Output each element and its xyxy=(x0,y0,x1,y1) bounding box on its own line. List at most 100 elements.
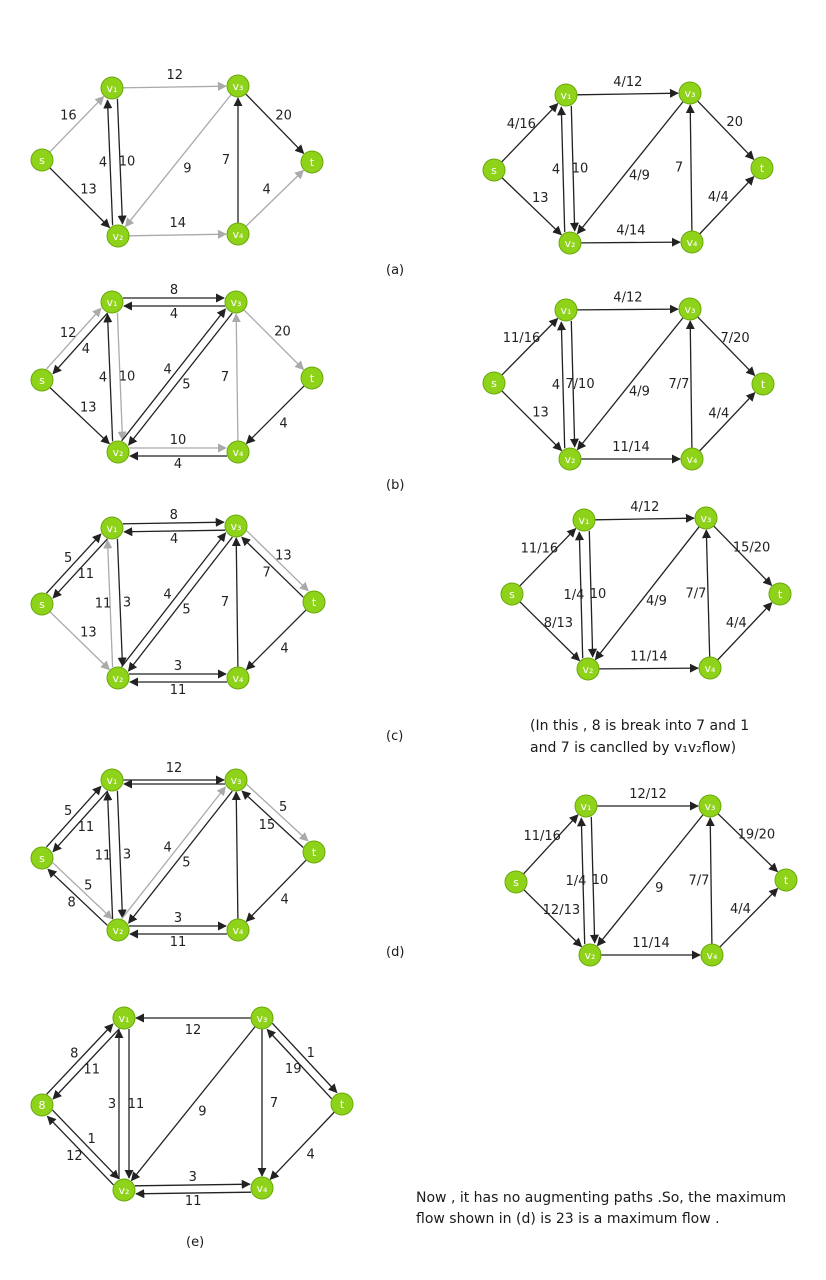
node-v2: v₂ xyxy=(576,657,600,681)
node-v2: v₂ xyxy=(106,440,130,464)
node-t: t xyxy=(768,582,792,606)
edge-v3-v2 xyxy=(596,814,704,947)
node-s: 8 xyxy=(30,1093,54,1117)
edge-label-v3-v2: 9 xyxy=(198,1105,206,1120)
node-label-v3: v₃ xyxy=(685,303,696,316)
node-label-v3: v₃ xyxy=(231,520,242,533)
edge-label-v2-v4: 11/14 xyxy=(632,936,669,951)
edge-v3-t xyxy=(245,93,305,155)
edge-label-v4-v3: 7/7 xyxy=(689,874,710,889)
node-v4: v₄ xyxy=(226,440,250,464)
caption-a: (a) xyxy=(386,263,404,278)
node-label-t: t xyxy=(310,372,315,385)
edge-label-v3-t: 20 xyxy=(275,109,292,124)
edge-label-v1-v3: 8 xyxy=(170,283,178,298)
node-label-t: t xyxy=(310,156,315,169)
edge-v4-v3 xyxy=(685,104,695,232)
edge-label-v3-v1: 4 xyxy=(170,532,178,547)
node-v4: v₄ xyxy=(226,222,250,246)
edge-label-v2-v1: 3 xyxy=(108,1097,116,1112)
edge-v4-v3 xyxy=(701,529,712,658)
node-s: s xyxy=(30,846,54,870)
edge-s-v1 xyxy=(46,1023,114,1095)
node-label-v2: v₂ xyxy=(583,663,594,676)
node-s: s xyxy=(30,592,54,616)
node-s: s xyxy=(482,371,506,395)
edge-v1-v3 xyxy=(122,81,227,91)
edge-label-v2-v4: 4/14 xyxy=(616,224,645,239)
caption-e: (e) xyxy=(186,1235,204,1250)
edge-s-v1 xyxy=(49,95,105,153)
node-t: t xyxy=(300,150,324,174)
edge-s-v2 xyxy=(49,611,111,671)
graph-c-flow: 11/168/13101/44/124/911/147/715/204/4sv₁… xyxy=(500,500,792,681)
edge-label-v1-v3: 12 xyxy=(166,761,183,776)
node-label-t: t xyxy=(784,874,789,887)
node-v3: v₃ xyxy=(250,1006,274,1030)
edge-label-v2-v3: 4 xyxy=(163,841,171,856)
edge-v2-v1 xyxy=(103,99,114,226)
node-v1: v₁ xyxy=(554,83,578,107)
edge-v2-s xyxy=(46,1115,114,1186)
edge-v2-v1 xyxy=(103,313,114,442)
edge-label-v1-v2: 3 xyxy=(123,596,131,611)
node-v4: v₄ xyxy=(250,1176,274,1200)
edge-v3-t xyxy=(243,309,305,371)
edge-label-s-v2: 8/13 xyxy=(544,616,573,631)
edge-label-s-v2: 13 xyxy=(80,183,97,198)
edge-v3-v2 xyxy=(576,317,684,451)
node-label-s: s xyxy=(509,588,515,601)
edge-s-v1 xyxy=(46,533,102,594)
edge-s-v1 xyxy=(519,527,577,587)
edge-s-v1 xyxy=(45,785,102,848)
edge-v2-v1 xyxy=(103,791,114,920)
node-v3: v₃ xyxy=(678,297,702,321)
node-label-v4: v₄ xyxy=(705,662,717,675)
node-v1: v₁ xyxy=(100,768,124,792)
node-label-v2: v₂ xyxy=(113,672,124,685)
node-label-t: t xyxy=(312,846,317,859)
edge-label-v4-t: 4/4 xyxy=(708,190,729,205)
edge-label-v4-v3: 7 xyxy=(221,370,229,385)
note-e-line-2: flow shown in (d) is 23 is a maximum flo… xyxy=(416,1211,720,1227)
edge-label-v2-v1: 11 xyxy=(95,597,112,612)
edge-label-v2-v3: 4 xyxy=(163,363,171,378)
edge-v1-s xyxy=(52,790,109,853)
node-label-t: t xyxy=(778,588,783,601)
edge-v1-v2 xyxy=(569,105,580,232)
node-v3: v₃ xyxy=(224,768,248,792)
edge-label-v4-v2: 11 xyxy=(170,683,187,698)
node-label-s: s xyxy=(513,876,519,889)
edge-label-t-v4: 4 xyxy=(307,1147,315,1162)
node-v1: v₁ xyxy=(100,290,124,314)
edge-label-v1-v3: 8 xyxy=(170,508,178,523)
edge-label-v1-s: 11 xyxy=(78,820,95,835)
edge-s-v2 xyxy=(49,167,111,229)
edge-label-s-v1: 11/16 xyxy=(521,542,558,557)
edge-label-v4-v3: 7/7 xyxy=(686,586,707,601)
edge-v1-v2 xyxy=(587,530,598,658)
edge-v4-t xyxy=(719,887,779,948)
edge-v3-t xyxy=(246,530,309,592)
node-v4: v₄ xyxy=(698,656,722,680)
graph-b-flow: 11/16137/1044/124/911/147/77/204/4sv₁v₂v… xyxy=(482,291,775,471)
edge-label-v3-v4: 7 xyxy=(270,1096,278,1111)
edge-label-v2-v4: 14 xyxy=(170,216,187,231)
node-label-t: t xyxy=(340,1098,345,1111)
node-v1: v₁ xyxy=(112,1006,136,1030)
edge-v1-v2 xyxy=(116,538,127,667)
edge-v3-t xyxy=(713,525,773,587)
node-label-v3: v₃ xyxy=(257,1012,268,1025)
node-v3: v₃ xyxy=(224,290,248,314)
edge-v4-t xyxy=(699,176,755,235)
edge-v2-v4 xyxy=(128,229,227,239)
edge-v2-v1 xyxy=(574,531,585,659)
node-label-s: s xyxy=(39,598,45,611)
edge-v3-v2 xyxy=(128,790,233,924)
node-label-t: t xyxy=(760,162,765,175)
edge-label-s-v1: 5 xyxy=(64,551,72,566)
edge-label-v4-v3: 7 xyxy=(675,161,683,176)
edge-label-v1-v3: 12 xyxy=(167,68,184,83)
edge-label-s-v2: 5 xyxy=(84,878,92,893)
